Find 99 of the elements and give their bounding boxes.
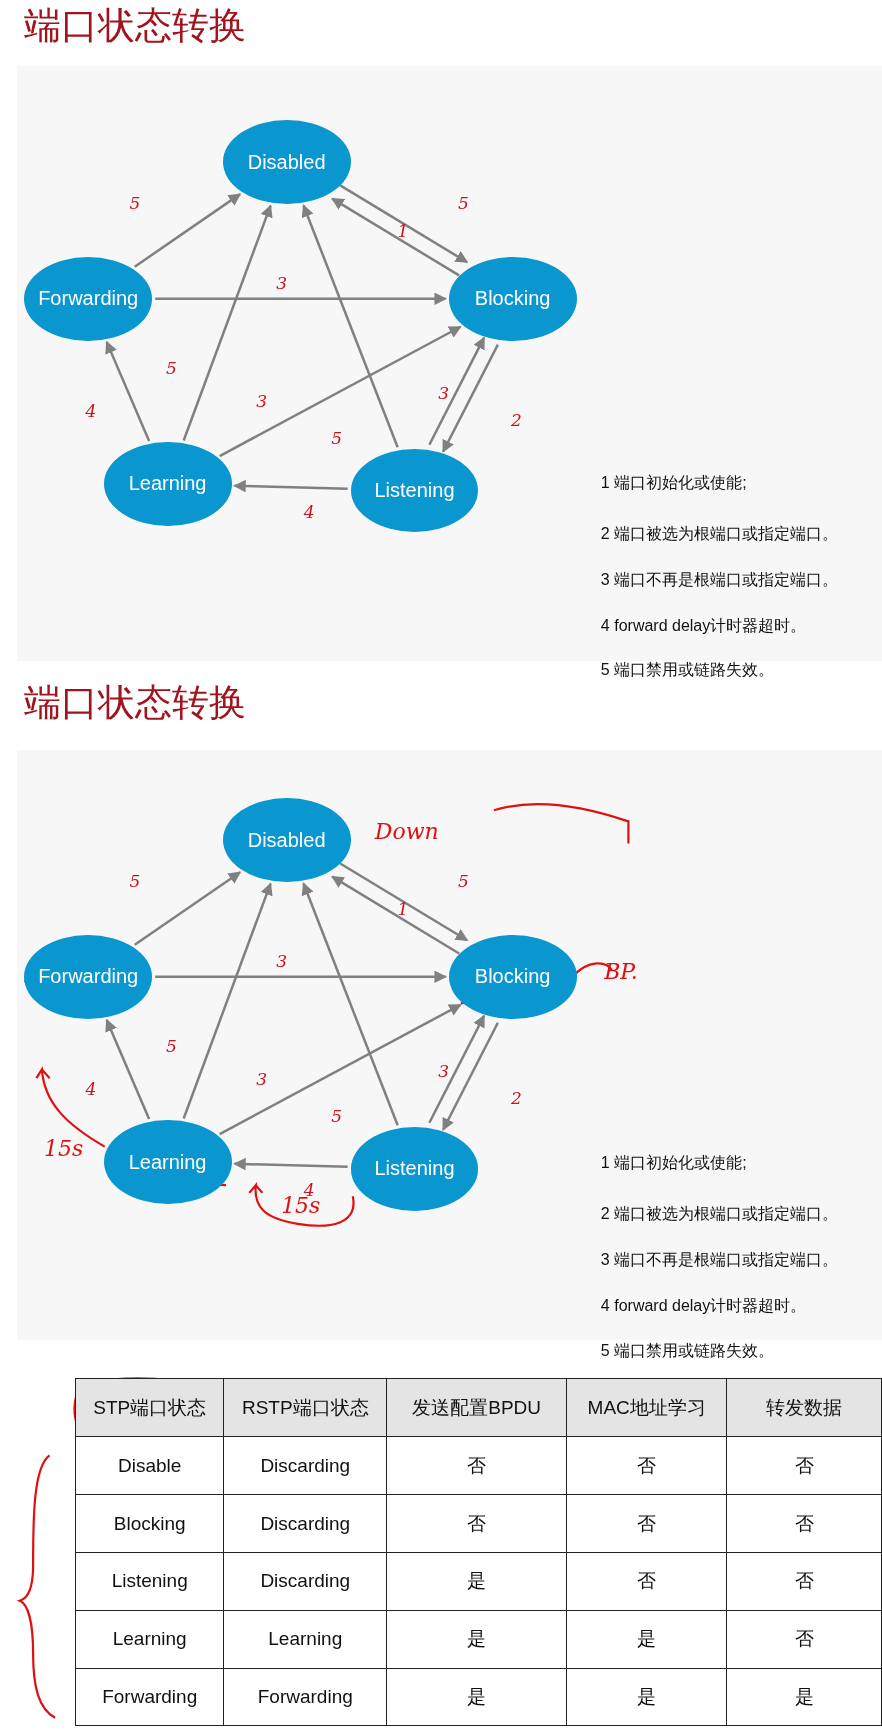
state-name: Learning	[128, 1150, 207, 1174]
edge-label: 3	[438, 1062, 450, 1080]
title: 端口状态转换	[24, 683, 247, 721]
table-cell: 否	[726, 1436, 882, 1495]
edge-label: 3	[256, 1071, 268, 1089]
arrow	[339, 862, 469, 942]
arrow	[155, 970, 447, 984]
legend-text: 3 端口不再是根端口或指定端口。	[600, 1252, 839, 1269]
arrow	[442, 1022, 499, 1131]
edge-label: 3	[276, 275, 287, 293]
arrow	[155, 292, 447, 306]
state-name: Learning	[128, 472, 207, 496]
edge-label: 2	[510, 412, 522, 430]
arrow	[105, 340, 151, 442]
table-cell: Disable	[75, 1436, 224, 1495]
edge-label: 4	[85, 403, 97, 421]
arrow	[182, 882, 273, 1119]
edge-label: 2	[510, 1090, 522, 1108]
table-cell: Learning	[75, 1610, 224, 1668]
arrow	[105, 1018, 151, 1120]
table-cell: Discarding	[223, 1436, 387, 1495]
edge-label: 5	[331, 1107, 343, 1125]
handwritten-note: BP.	[604, 961, 638, 984]
arrow	[331, 875, 460, 955]
edge-label: 5	[331, 429, 343, 447]
arrow	[219, 1003, 462, 1136]
state-name: Listening	[374, 1157, 455, 1181]
table-cell: 是	[386, 1610, 567, 1668]
table-cell: Discarding	[223, 1494, 387, 1553]
arrow	[219, 325, 462, 458]
table-cell: 否	[726, 1610, 882, 1668]
edge-label: 3	[256, 393, 268, 411]
handwritten-note: Down	[374, 821, 439, 844]
arrow	[428, 336, 486, 446]
arrow	[134, 193, 242, 268]
arrow	[301, 204, 399, 448]
table-cell: Learning	[223, 1610, 387, 1668]
edge-label: 1	[397, 222, 409, 240]
legend-text: 2 端口被选为根端口或指定端口。	[600, 1205, 839, 1222]
state-name: Blocking	[474, 965, 551, 989]
legend-text: 3 端口不再是根端口或指定端口。	[600, 571, 839, 588]
arrow	[428, 1014, 486, 1124]
table-cell: 否	[726, 1494, 882, 1553]
state-name: Blocking	[474, 287, 551, 311]
edge-label: 1	[397, 900, 409, 918]
state-name: Disabled	[247, 828, 326, 852]
edge-label: 5	[129, 873, 141, 890]
edge-label: 5	[165, 1038, 177, 1056]
table-cell: 否	[566, 1436, 727, 1495]
arrow	[442, 344, 499, 453]
edge-label: 5	[458, 873, 469, 890]
legend-text: 5 端口禁用或链路失效。	[600, 662, 775, 679]
arrow	[233, 1157, 348, 1171]
handwritten-note: 15s	[281, 1195, 321, 1218]
table-cell: 是	[726, 1668, 882, 1726]
edge-label: 4	[85, 1081, 97, 1099]
header-cell: 转发数据	[726, 1378, 882, 1437]
legend-text: 4 forward delay计时器超时。	[600, 1298, 807, 1315]
state-name: Listening	[374, 479, 455, 503]
arrow	[339, 184, 469, 264]
edge-label: 4	[303, 503, 315, 521]
edge-label: 3	[276, 953, 287, 971]
legend-text: 1 端口初始化或使能;	[600, 1155, 747, 1172]
arrow	[301, 882, 399, 1126]
table-cell: Forwarding	[223, 1668, 387, 1726]
header-cell: 发送配置BPDU	[386, 1378, 567, 1437]
table-cell: 是	[386, 1552, 567, 1611]
edge-label: 5	[458, 194, 469, 212]
table-cell: 是	[566, 1668, 727, 1726]
table-cell: Listening	[75, 1552, 224, 1611]
state-name: Forwarding	[38, 965, 139, 989]
arrow	[182, 204, 273, 441]
legend-text: 1 端口初始化或使能;	[600, 474, 747, 491]
title: 端口状态转换	[24, 6, 247, 44]
edge-label: 5	[129, 194, 141, 212]
edge-label: 3	[438, 384, 450, 402]
table-cell: 是	[566, 1610, 727, 1668]
arrow	[331, 197, 460, 277]
legend-text: 2 端口被选为根端口或指定端口。	[600, 525, 839, 542]
header-cell: MAC地址学习	[566, 1378, 727, 1437]
state-name: Disabled	[247, 150, 326, 174]
legend-text: 5 端口禁用或链路失效。	[600, 1342, 775, 1359]
table-cell: 否	[566, 1552, 727, 1611]
state-name: Forwarding	[38, 287, 139, 311]
table-cell: 否	[566, 1494, 727, 1553]
arrow	[233, 479, 348, 493]
table-cell: 否	[386, 1494, 567, 1553]
arrow	[134, 871, 242, 946]
table-cell: 否	[726, 1552, 882, 1611]
header-cell: RSTP端口状态	[223, 1378, 387, 1437]
legend-text: 4 forward delay计时器超时。	[600, 618, 807, 635]
table-cell: Forwarding	[75, 1668, 224, 1726]
edge-label: 5	[165, 360, 177, 378]
table-cell: Blocking	[75, 1494, 224, 1553]
table-cell: 是	[386, 1668, 567, 1726]
header-cell: STP端口状态	[75, 1378, 224, 1437]
table-cell: Discarding	[223, 1552, 387, 1611]
handwritten-note: 15s	[44, 1137, 84, 1160]
table-cell: 否	[386, 1436, 567, 1495]
